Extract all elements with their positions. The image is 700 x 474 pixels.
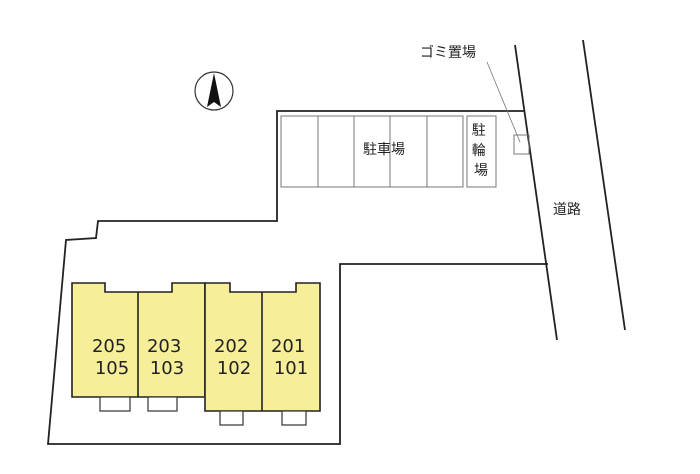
trash-leader-line	[486, 61, 521, 143]
building	[71, 282, 321, 412]
unit-label: 201 101	[271, 336, 311, 379]
parking-area	[280, 115, 464, 188]
road-label: 道路	[553, 202, 581, 218]
north-compass-icon	[194, 71, 234, 111]
road-edge-left	[514, 44, 558, 341]
property-boundary	[47, 110, 548, 445]
entrance-steps	[99, 396, 307, 426]
bicycle-parking-area	[466, 115, 497, 188]
unit-label: 202 102	[214, 336, 254, 379]
bicycle-parking-label: 駐 輪 場	[472, 123, 490, 179]
trash-label: ゴミ置場	[420, 44, 476, 61]
unit-label: 203 103	[147, 336, 187, 379]
road-edge-right	[582, 39, 626, 331]
parking-label: 駐車場	[363, 141, 405, 158]
unit-label: 205 105	[92, 336, 132, 379]
trash-area	[513, 134, 530, 155]
